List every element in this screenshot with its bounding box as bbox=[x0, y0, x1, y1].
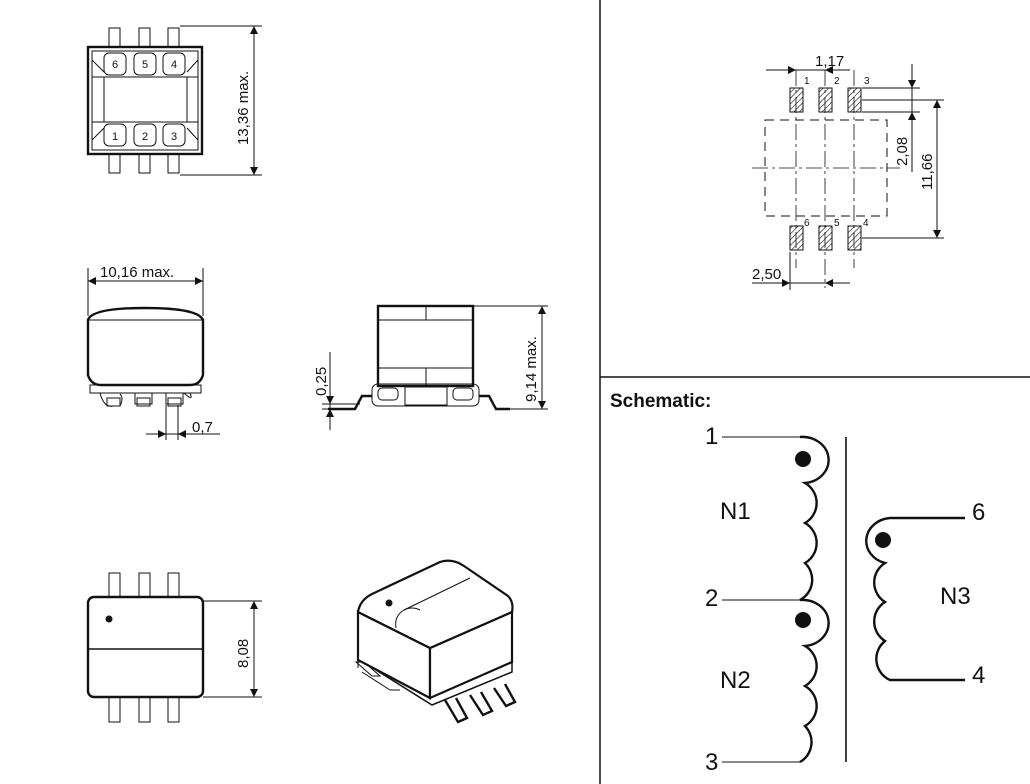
pin1-marker-dot bbox=[105, 615, 113, 623]
front-view: 10,16 max. 0,7 bbox=[86, 264, 220, 440]
footprint-pad bbox=[789, 87, 804, 113]
bottom-view-height-label: 8,08 bbox=[235, 639, 252, 668]
schematic: Schematic: 1 2 3 6 4 N1 N2 N3 bbox=[610, 391, 985, 776]
top-view-pin-1: 1 bbox=[112, 131, 118, 143]
footprint-pad bbox=[847, 225, 862, 251]
top-view-height-label: 13,36 max. bbox=[235, 71, 252, 145]
top-view-pin-4: 4 bbox=[171, 59, 177, 71]
front-view-pin-width-label: 0,7 bbox=[192, 419, 213, 436]
footprint-pin-6: 6 bbox=[804, 218, 810, 229]
winding-n2-label: N2 bbox=[720, 667, 751, 694]
front-view-width-label: 10,16 max. bbox=[100, 264, 174, 281]
terminal-4: 4 bbox=[972, 662, 985, 689]
footprint-span-label: 11,66 bbox=[919, 154, 936, 190]
footprint-layout: 1 2 3 6 5 4 1,17 2,08 11,66 2,50 bbox=[752, 53, 944, 290]
footprint-pad-label: 2,08 bbox=[894, 137, 911, 166]
polarity-dot bbox=[875, 532, 891, 548]
footprint-pin-4: 4 bbox=[863, 218, 869, 229]
schematic-heading: Schematic: bbox=[610, 391, 711, 412]
top-view-pin-6: 6 bbox=[112, 59, 118, 71]
polarity-dot bbox=[795, 451, 811, 467]
side-view: 0,25 9,14 max. bbox=[313, 304, 548, 430]
winding-n1-label: N1 bbox=[720, 498, 751, 525]
footprint-pin-3: 3 bbox=[864, 76, 870, 87]
footprint-pitch-label: 1,17 bbox=[815, 53, 844, 70]
iso-pin1-marker-dot bbox=[385, 599, 393, 607]
top-view: 6 5 4 1 2 3 13,36 max. bbox=[86, 25, 262, 176]
terminal-1: 1 bbox=[705, 423, 718, 450]
footprint-pad bbox=[818, 87, 833, 113]
footprint-pin-1: 1 bbox=[804, 76, 810, 87]
side-view-height-label: 9,14 max. bbox=[523, 336, 540, 402]
footprint-pin-2: 2 bbox=[834, 76, 840, 87]
top-view-pin-3: 3 bbox=[171, 131, 177, 143]
top-view-pin-2: 2 bbox=[142, 131, 148, 143]
isometric-view bbox=[354, 559, 517, 724]
footprint-pin-5: 5 bbox=[834, 218, 840, 229]
winding-n3-label: N3 bbox=[940, 583, 971, 610]
footprint-pad bbox=[789, 225, 804, 251]
footprint-pad bbox=[847, 87, 862, 113]
terminal-2: 2 bbox=[705, 585, 718, 612]
top-view-pin-5: 5 bbox=[142, 59, 148, 71]
terminal-3: 3 bbox=[705, 749, 718, 776]
terminal-6: 6 bbox=[972, 499, 985, 526]
polarity-dot bbox=[795, 612, 811, 628]
bottom-view: 8,08 bbox=[86, 572, 262, 723]
footprint-pad bbox=[818, 225, 833, 251]
footprint-width-label: 2,50 bbox=[752, 266, 781, 283]
side-view-standoff-label: 0,25 bbox=[313, 367, 330, 396]
